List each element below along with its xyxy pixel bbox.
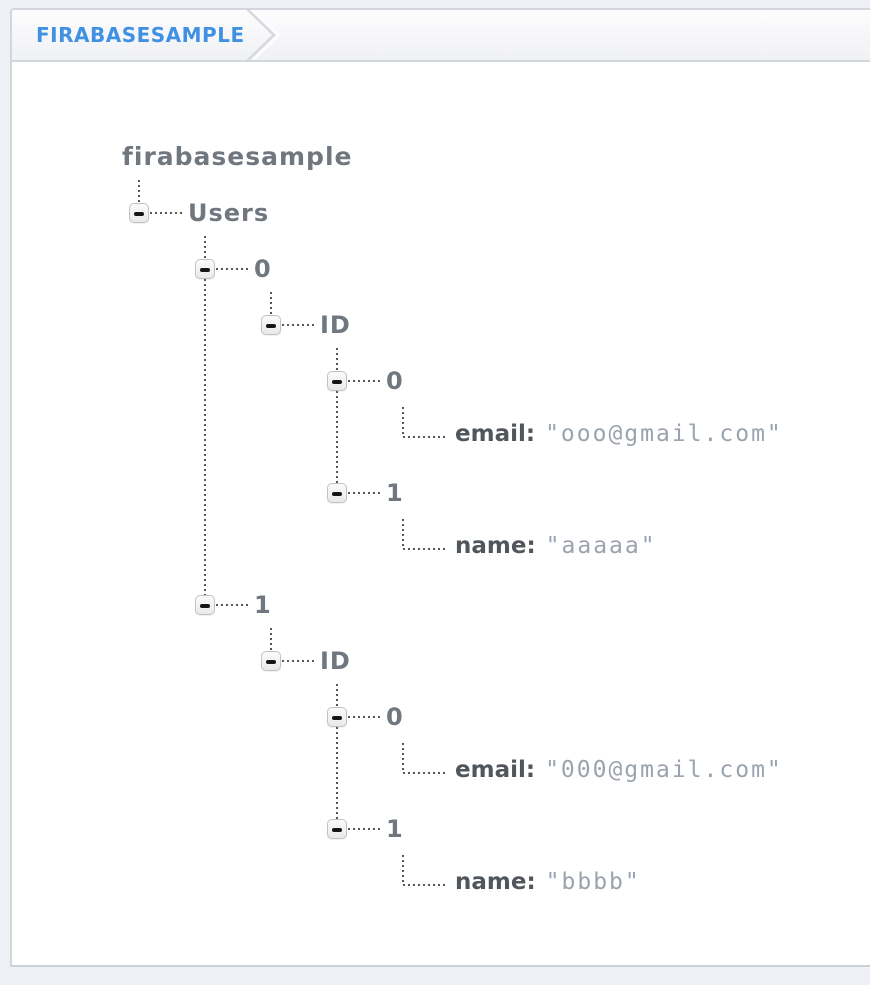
tree-connector-line — [348, 492, 382, 494]
tree-node-label[interactable]: Users — [188, 199, 270, 227]
tree-node-label[interactable]: 1 — [386, 815, 404, 843]
collapse-toggle[interactable] — [195, 259, 215, 279]
tree-connector-line — [402, 855, 404, 885]
tree-leaf: email: "000@gmail.com" — [455, 757, 783, 783]
tree-connector-line — [336, 391, 338, 483]
tree-connector-line — [216, 268, 250, 270]
tree-leaf: name: "bbbb" — [455, 869, 641, 895]
tree-connector-line — [403, 436, 446, 438]
tree-leaf-key[interactable]: email: — [455, 421, 536, 447]
breadcrumb-bar: FIRABASESAMPLE — [10, 8, 870, 62]
tree-node-label[interactable]: 0 — [254, 255, 272, 283]
breadcrumb-item-firabasesample[interactable]: FIRABASESAMPLE — [36, 23, 245, 47]
tree-leaf-key[interactable]: email: — [455, 757, 536, 783]
collapse-toggle[interactable] — [261, 315, 281, 335]
collapse-toggle[interactable] — [129, 203, 149, 223]
tree-connector-line — [282, 660, 316, 662]
tree-leaf-value[interactable]: "bbbb" — [545, 869, 641, 895]
collapse-toggle[interactable] — [327, 707, 347, 727]
minus-icon — [266, 324, 276, 328]
tree-connector-line — [402, 407, 404, 437]
tree-connector-line — [270, 292, 272, 314]
tree-connector-line — [348, 380, 382, 382]
minus-icon — [332, 716, 342, 720]
tree-connector-line — [270, 628, 272, 650]
tree-connector-line — [336, 348, 338, 370]
collapse-toggle[interactable] — [327, 483, 347, 503]
chevron-right-icon — [246, 10, 281, 60]
tree-connector-line — [348, 828, 382, 830]
collapse-toggle[interactable] — [327, 371, 347, 391]
minus-icon — [332, 828, 342, 832]
tree-connector-line — [402, 743, 404, 773]
minus-icon — [200, 604, 210, 608]
tree-connector-line — [403, 884, 446, 886]
tree-leaf-value[interactable]: "aaaaa" — [545, 533, 657, 559]
tree-connector-line — [402, 519, 404, 549]
minus-icon — [134, 212, 144, 216]
tree-leaf-value[interactable]: "ooo@gmail.com" — [545, 421, 783, 447]
tree-leaf-key[interactable]: name: — [455, 869, 536, 895]
tree-leaf: name: "aaaaa" — [455, 533, 657, 559]
minus-icon — [266, 660, 276, 664]
tree-leaf-value[interactable]: "000@gmail.com" — [545, 757, 783, 783]
tree-root-label: firabasesample — [122, 142, 353, 171]
tree-connector-line — [216, 604, 250, 606]
minus-icon — [332, 380, 342, 384]
collapse-toggle[interactable] — [261, 651, 281, 671]
tree-connector-line — [348, 716, 382, 718]
collapse-toggle[interactable] — [327, 819, 347, 839]
tree-node-label[interactable]: 1 — [386, 479, 404, 507]
tree-connector-line — [336, 684, 338, 706]
tree-connector-line — [403, 548, 446, 550]
minus-icon — [200, 268, 210, 272]
tree-node-label[interactable]: 0 — [386, 703, 404, 731]
tree-connector-line — [138, 180, 140, 202]
tree-node-label[interactable]: 1 — [254, 591, 272, 619]
tree-connector-line — [282, 324, 316, 326]
tree-leaf: email: "ooo@gmail.com" — [455, 421, 783, 447]
tree-node-label[interactable]: 0 — [386, 367, 404, 395]
collapse-toggle[interactable] — [195, 595, 215, 615]
tree-connector-line — [403, 772, 446, 774]
tree-node-label[interactable]: ID — [320, 647, 351, 675]
tree-leaf-key[interactable]: name: — [455, 533, 536, 559]
tree-connector-line — [150, 212, 184, 214]
tree-connector-line — [204, 236, 206, 258]
minus-icon — [332, 492, 342, 496]
tree-connector-line — [204, 279, 206, 595]
tree-connector-line — [336, 727, 338, 819]
tree-node-label[interactable]: ID — [320, 311, 351, 339]
